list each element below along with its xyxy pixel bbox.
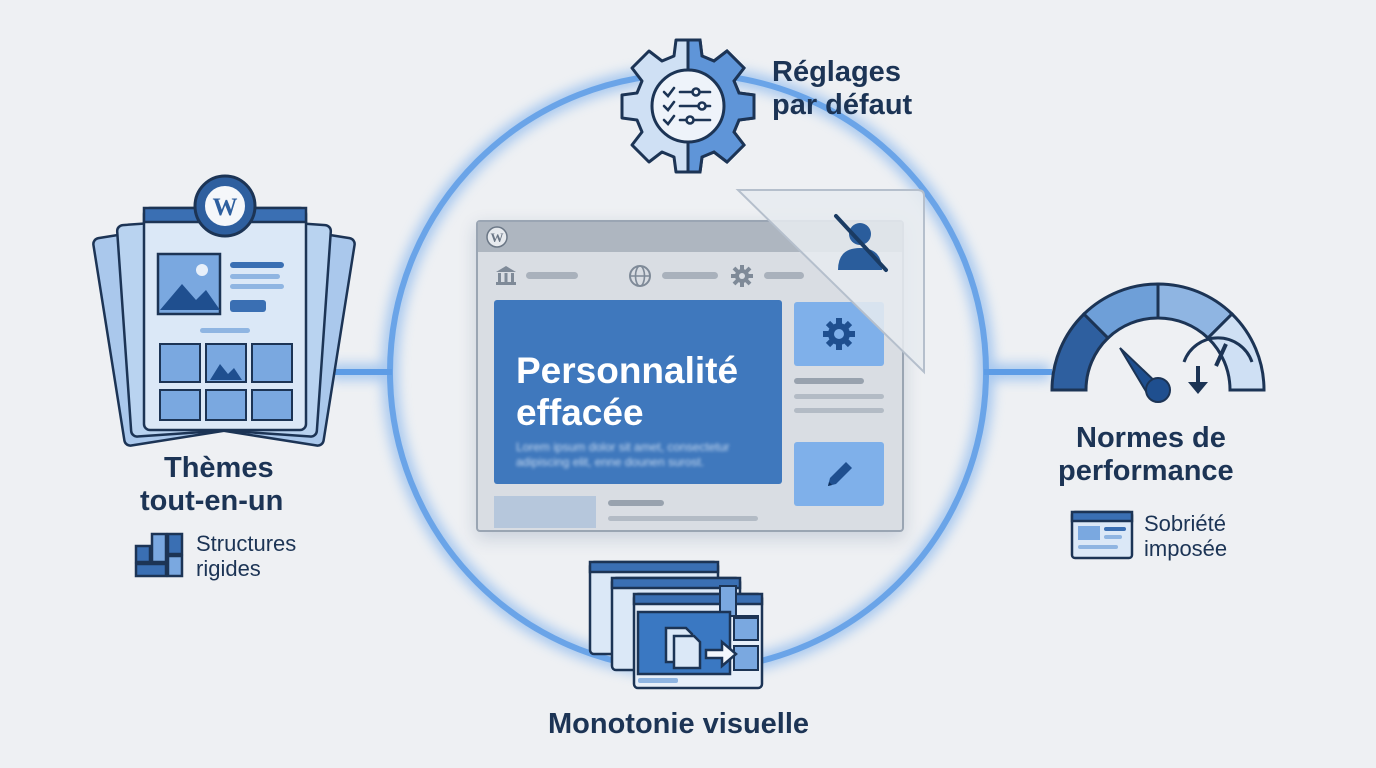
center-title-line2: effacée bbox=[516, 392, 644, 433]
placeholder-line bbox=[794, 408, 884, 413]
top-label-line1: Réglages bbox=[772, 56, 901, 88]
frosted-triangle-overlay bbox=[735, 189, 925, 375]
bank-icon bbox=[496, 266, 516, 285]
duplicate-pages-icon bbox=[588, 560, 764, 690]
right-sub-line2: imposée bbox=[1144, 536, 1228, 561]
left-sub-line2: rigides bbox=[196, 556, 261, 581]
minimal-page-icon bbox=[1070, 510, 1134, 560]
hero-panel: Personnalité effacée Lorem ipsum dolor s… bbox=[494, 300, 782, 484]
gear-icon bbox=[731, 265, 753, 287]
placeholder-line bbox=[794, 378, 864, 384]
nav-placeholder-bar bbox=[764, 272, 804, 279]
blurred-text-line: adipiscing elit, enne dounen surost. bbox=[516, 455, 705, 469]
placeholder-line bbox=[794, 394, 884, 399]
globe-icon bbox=[629, 265, 651, 287]
svg-text:W: W bbox=[491, 230, 504, 245]
placeholder-line bbox=[608, 516, 758, 521]
right-label-line1: Normes de bbox=[1076, 422, 1226, 454]
left-sub-line1: Structures bbox=[196, 531, 297, 556]
placeholder-line bbox=[608, 500, 664, 506]
blurred-text-line: Lorem ipsum dolor sit amet, consectetur bbox=[516, 440, 730, 454]
gear-icon bbox=[823, 318, 855, 350]
side-card-edit bbox=[794, 442, 884, 506]
gear-checklist-icon bbox=[620, 38, 756, 174]
right-label-line2: performance bbox=[1058, 455, 1234, 487]
wordpress-icon: W bbox=[486, 226, 508, 248]
footer-block bbox=[494, 496, 596, 528]
performance-gauge-icon bbox=[1050, 282, 1266, 403]
pen-icon bbox=[828, 462, 852, 486]
rigid-blocks-icon bbox=[134, 532, 184, 578]
left-label-line2: tout-en-un bbox=[140, 485, 284, 517]
right-sub-line1: Sobriété bbox=[1144, 511, 1226, 536]
bottom-label: Monotonie visuelle bbox=[548, 708, 810, 740]
nav-placeholder-bar bbox=[662, 272, 718, 279]
svg-text:W: W bbox=[213, 194, 238, 221]
wordpress-theme-stack-icon: W bbox=[92, 174, 356, 447]
user-hidden-icon bbox=[834, 214, 888, 272]
top-label-line2: par défaut bbox=[772, 89, 913, 121]
nav-placeholder-bar bbox=[526, 272, 578, 279]
center-title-line1: Personnalité bbox=[516, 350, 739, 391]
left-label-line1: Thèmes bbox=[164, 452, 274, 484]
